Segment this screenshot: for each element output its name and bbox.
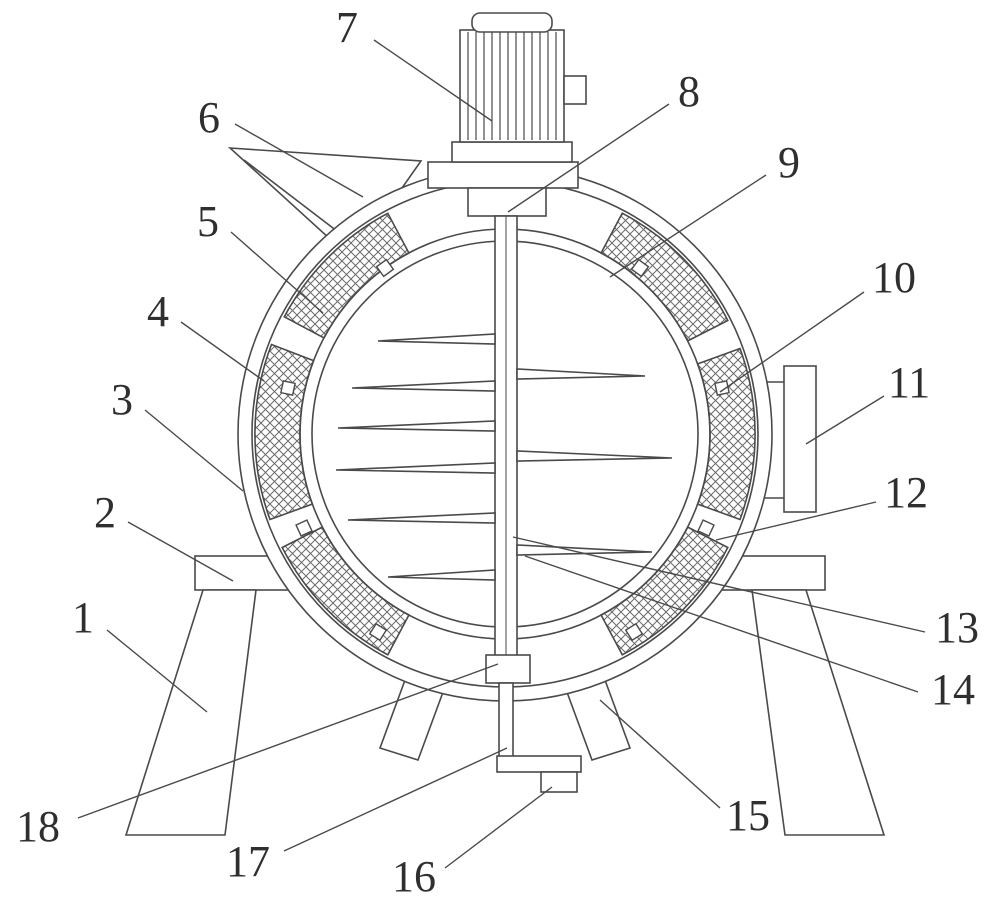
part-label-5: 5 xyxy=(197,197,219,246)
mixing-blades-left xyxy=(335,333,496,581)
part-label-12: 12 xyxy=(884,468,928,517)
hatched-ring-segments xyxy=(254,212,756,656)
motor-cap xyxy=(471,12,553,33)
part-label-8: 8 xyxy=(678,67,700,116)
part-label-2: 2 xyxy=(94,488,116,537)
part-label-13: 13 xyxy=(935,603,979,652)
part-label-1: 1 xyxy=(72,593,94,642)
part-label-9: 9 xyxy=(778,138,800,187)
shaft-bearing-housing xyxy=(467,187,547,217)
part-label-16: 16 xyxy=(392,852,436,901)
leader-lines xyxy=(77,39,926,869)
part-label-3: 3 xyxy=(111,375,133,424)
bottom-bearing xyxy=(485,654,531,684)
motor-junction-box xyxy=(563,75,587,105)
part-label-17: 17 xyxy=(226,837,270,886)
side-outlet xyxy=(764,365,817,513)
motor-fins xyxy=(467,32,557,140)
lower-shaft xyxy=(498,682,514,759)
support-leg-right xyxy=(751,589,886,836)
part-label-18: 18 xyxy=(16,802,60,851)
mixing-blades-right xyxy=(516,368,673,556)
part-label-14: 14 xyxy=(931,665,975,714)
ring-bolts xyxy=(280,258,730,642)
part-label-4: 4 xyxy=(147,287,169,336)
mounting-plate xyxy=(427,161,579,189)
part-label-7: 7 xyxy=(336,3,358,52)
part-label-10: 10 xyxy=(872,253,916,302)
part-label-11: 11 xyxy=(887,358,931,407)
agitator-shaft xyxy=(494,215,518,663)
motor xyxy=(451,12,587,163)
support-leg-left xyxy=(124,589,257,836)
part-label-6: 6 xyxy=(198,93,220,142)
discharge-bracket xyxy=(496,755,582,793)
part-label-15: 15 xyxy=(726,791,770,840)
